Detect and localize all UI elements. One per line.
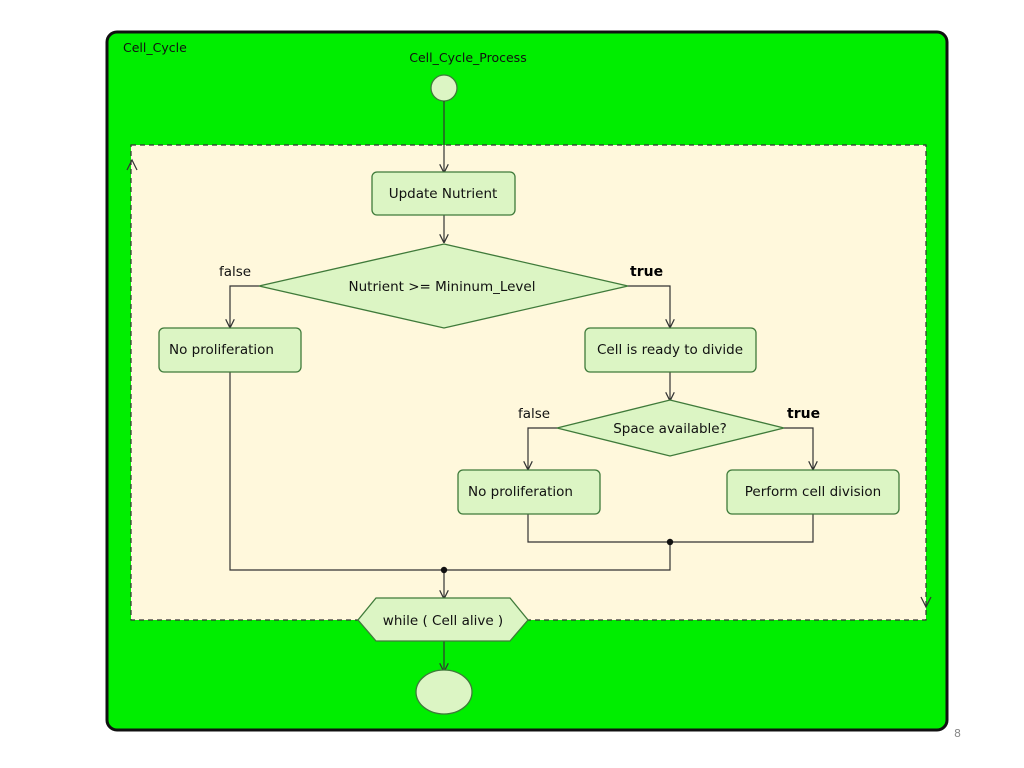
space-decision[interactable] xyxy=(556,399,785,457)
loop-region xyxy=(130,144,927,621)
container-title: Cell_Cycle xyxy=(123,40,187,55)
nutrient-false-label: false xyxy=(219,264,251,280)
edge-space-false xyxy=(528,427,557,469)
start-node[interactable] xyxy=(430,74,458,102)
no-proliferation-label-2: No proliferation xyxy=(468,484,573,500)
no-proliferation-node-1[interactable] xyxy=(158,327,302,373)
loop-condition-node[interactable] xyxy=(357,597,529,642)
edge-nutrient-true xyxy=(628,285,670,327)
edge-nutrient-false xyxy=(230,285,259,327)
cell-ready-label: Cell is ready to divide xyxy=(597,342,743,358)
perform-division-label: Perform cell division xyxy=(745,484,881,500)
loop-condition-label: while ( Cell alive ) xyxy=(383,613,503,629)
merge-point-outer xyxy=(440,566,448,574)
nutrient-decision-label: Nutrient >= Mininum_Level xyxy=(349,279,536,295)
merge-point-inner xyxy=(666,538,674,546)
edge-space-true xyxy=(784,427,813,469)
perform-division-node[interactable] xyxy=(726,469,900,515)
page-number: 8 xyxy=(954,727,961,740)
update-nutrient-label: Update Nutrient xyxy=(389,186,498,202)
loop-region-top-arrow-icon xyxy=(126,158,138,171)
edge-division-to-merge xyxy=(670,514,814,543)
space-false-label: false xyxy=(518,406,550,422)
cell-ready-node[interactable] xyxy=(584,327,757,373)
edge-noprolif2-to-merge xyxy=(527,514,670,543)
nutrient-decision[interactable] xyxy=(258,243,629,329)
process-title: Cell_Cycle_Process xyxy=(409,50,526,65)
space-decision-label: Space available? xyxy=(613,421,727,437)
update-nutrient-node[interactable] xyxy=(371,171,516,216)
no-proliferation-label-1: No proliferation xyxy=(169,342,274,358)
no-proliferation-node-2[interactable] xyxy=(457,469,601,515)
loop-region-bottom-arrow-icon xyxy=(920,596,932,609)
nutrient-true-label: true xyxy=(630,264,663,280)
edge-noprolif1-to-join xyxy=(229,372,444,571)
space-true-label: true xyxy=(787,406,820,422)
end-node[interactable] xyxy=(415,669,473,715)
edge-merge-to-join xyxy=(444,542,671,571)
